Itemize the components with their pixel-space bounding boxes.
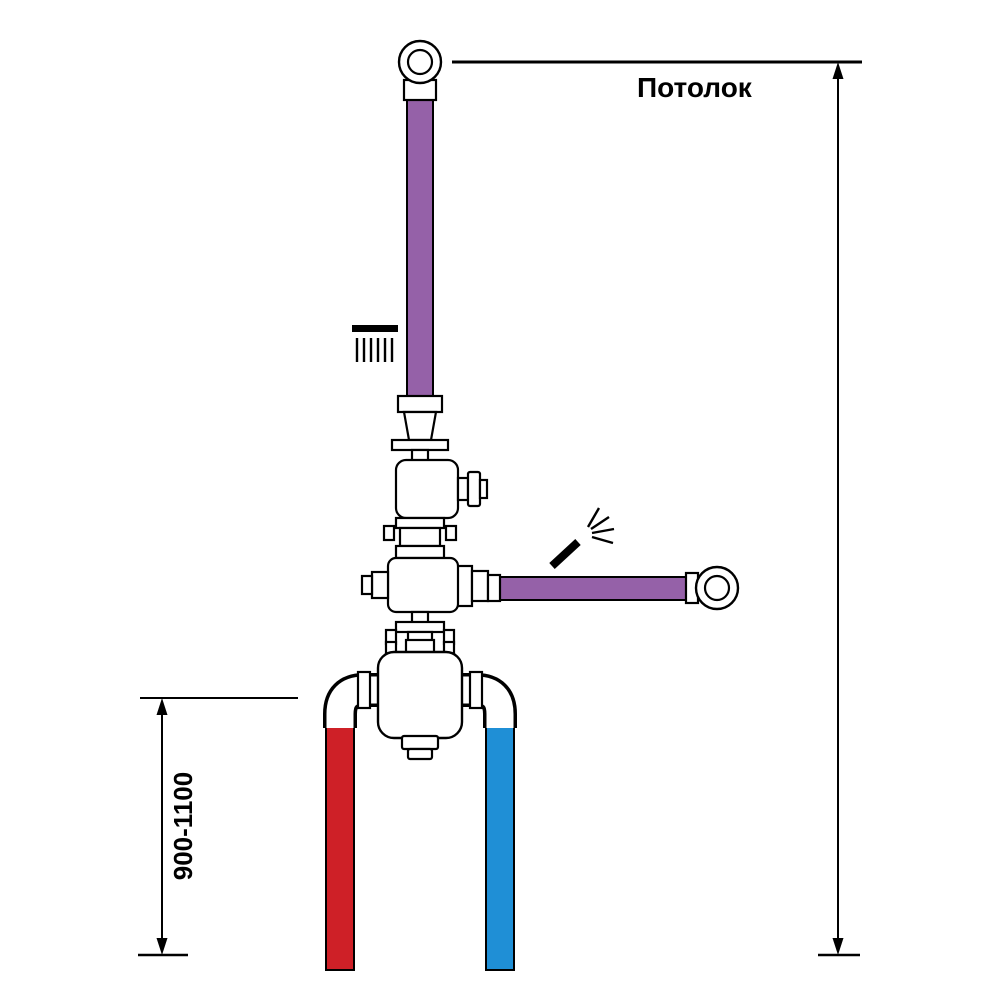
hand-shower-outlet-run bbox=[452, 564, 740, 611]
side-port bbox=[456, 476, 470, 502]
union-flange-bottom bbox=[394, 544, 446, 560]
union-bolt-right bbox=[444, 524, 458, 542]
union-bolt-left bbox=[382, 524, 396, 542]
lower-union-flange bbox=[394, 620, 446, 634]
mounting-height-label: 900-1100 bbox=[168, 772, 198, 880]
cold-water-pipe bbox=[485, 717, 515, 971]
mixer-bottom-plug bbox=[406, 747, 434, 761]
arrowhead-up-icon bbox=[832, 62, 844, 79]
flange-plate bbox=[390, 438, 450, 452]
arrowhead-down-icon bbox=[832, 938, 844, 955]
spray-line bbox=[586, 507, 601, 528]
diverter-body bbox=[386, 556, 460, 614]
mixer-assembly bbox=[323, 638, 517, 761]
upper-fitting-stack bbox=[390, 394, 450, 464]
spray-line bbox=[591, 535, 614, 545]
overall-height-dimension bbox=[818, 62, 860, 957]
spray-line bbox=[590, 516, 610, 530]
side-port-cap bbox=[466, 470, 482, 508]
arrowhead-up-icon bbox=[156, 698, 168, 715]
wall-elbow-inner bbox=[703, 574, 731, 602]
arrowhead-down-icon bbox=[156, 938, 168, 955]
ceiling-elbow-inner bbox=[406, 48, 434, 76]
mixer-body bbox=[376, 650, 464, 740]
left-elbow-flange bbox=[356, 670, 372, 710]
hot-water-pipe bbox=[325, 717, 355, 971]
union-flange-top bbox=[394, 516, 446, 530]
threaded-adapter bbox=[402, 410, 438, 442]
coupling-medium bbox=[470, 569, 490, 603]
hand-shower-spray-icon bbox=[549, 507, 615, 569]
coupling-small bbox=[486, 573, 502, 603]
mixer-bottom-cap bbox=[400, 734, 440, 751]
ceiling-riser-pipe-group bbox=[397, 39, 443, 403]
mid-union bbox=[382, 516, 458, 560]
diverter-valve bbox=[360, 556, 460, 614]
ceiling-reference: Потолок bbox=[452, 60, 862, 103]
hand-shower-handle bbox=[549, 539, 581, 569]
rain-shower-bar bbox=[352, 325, 398, 332]
pipe-union-nut bbox=[396, 394, 444, 414]
upper-valve-body bbox=[394, 458, 460, 520]
side-port-plug bbox=[478, 478, 489, 500]
rain-shower-head-icon bbox=[352, 325, 398, 362]
union-body bbox=[398, 526, 442, 548]
diverter-left-cap bbox=[360, 574, 374, 596]
upper-valve bbox=[394, 458, 489, 520]
ceiling-label: Потолок bbox=[637, 72, 753, 103]
hand-shower-pipe bbox=[497, 576, 689, 601]
riser-pipe bbox=[406, 95, 434, 403]
diverter-left-port bbox=[370, 570, 390, 600]
right-elbow-flange bbox=[468, 670, 484, 710]
mounting-height-dimension: 900-1100 bbox=[138, 697, 298, 957]
spray-line bbox=[591, 527, 615, 535]
